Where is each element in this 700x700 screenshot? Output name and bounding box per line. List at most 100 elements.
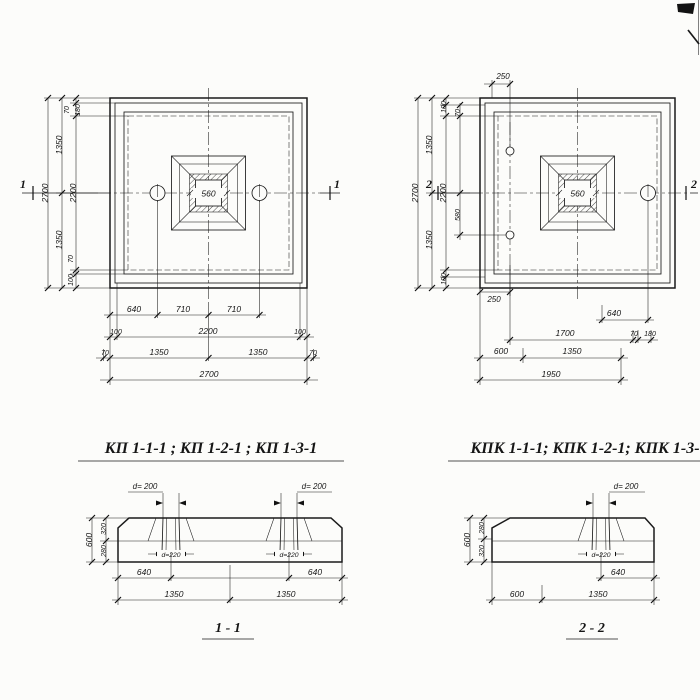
pocket-corner-edges xyxy=(540,155,615,231)
dim-1350: 1350 xyxy=(424,230,434,249)
dim-1950: 1950 xyxy=(542,369,561,379)
dim-arrows xyxy=(156,551,304,557)
dim-arrows xyxy=(586,500,616,506)
title-kpk: КПК 1-1-1; КПК 1-2-1; КПК 1-3- xyxy=(469,440,699,457)
dim-640: 640 xyxy=(607,308,621,318)
plan-right-dim-bottom-250: 250 xyxy=(476,265,514,304)
dim-1350: 1350 xyxy=(54,230,64,249)
scan-artifacts xyxy=(677,0,700,55)
section-label-2-2: 2 - 2 xyxy=(578,621,605,636)
label-mask xyxy=(560,188,595,198)
dim-1350: 1350 xyxy=(424,135,434,154)
dim-2700: 2700 xyxy=(40,183,50,203)
dim-1350: 1350 xyxy=(277,589,296,599)
section-1-1-dims-bottom: 640 640 1350 1350 xyxy=(112,552,348,605)
dim-1350: 1350 xyxy=(563,346,582,356)
small-hole xyxy=(505,146,515,156)
dim-ticks xyxy=(44,94,80,292)
dim-ticks xyxy=(100,311,317,384)
plan-left-pocket: 560 xyxy=(171,155,246,231)
dim-1350: 1350 xyxy=(150,347,169,357)
dim-70: 70 xyxy=(630,331,638,338)
pocket-step-1 xyxy=(171,155,246,231)
small-hole xyxy=(505,230,515,240)
plan-right: 2 2 560 2700 1350 1350 2200 100 70 580 xyxy=(410,72,698,385)
plan-right-dim-top: 250 xyxy=(484,72,514,147)
section-2-2: d= 200 d=220 600 280 320 640 600 1350 2 … xyxy=(462,482,660,640)
plan-right-dims-left: 2700 1350 1350 2200 100 70 580 100 xyxy=(410,94,506,292)
extension-lines xyxy=(479,201,652,385)
dim-lines xyxy=(469,518,485,562)
collar-slopes xyxy=(577,517,625,542)
dim-2200: 2200 xyxy=(198,326,218,336)
section-label-1-1: 1 - 1 xyxy=(215,621,241,636)
dim-710: 710 xyxy=(176,304,190,314)
extension-lines xyxy=(117,552,343,605)
pocket-step-1 xyxy=(540,155,615,231)
plan-left-dims-left: 2700 1350 1350 2200 70 180 70 100 xyxy=(40,94,128,292)
dim-640: 640 xyxy=(611,567,625,577)
dim-d200: d= 200 xyxy=(133,482,158,491)
label-mask xyxy=(191,188,226,198)
dim-arrows xyxy=(156,500,304,506)
dim-70: 70 xyxy=(64,106,71,114)
dim-600: 600 xyxy=(510,589,524,599)
dim-70: 70 xyxy=(101,350,109,357)
dim-600: 600 xyxy=(462,533,472,547)
section-2-2-dims-bottom: 640 600 1350 xyxy=(486,552,660,605)
dim-ticks xyxy=(488,574,658,604)
dim-320: 320 xyxy=(101,523,108,535)
pocket-dim-560: 560 xyxy=(201,189,215,199)
section-2-2-dims-left: 600 280 320 xyxy=(462,514,510,566)
dim-180: 180 xyxy=(75,104,82,116)
plan-right-dims-bottom: 640 1700 70 180 600 1350 1950 xyxy=(474,201,658,385)
dim-600: 600 xyxy=(494,346,508,356)
dim-100: 100 xyxy=(441,101,448,113)
dim-2200: 2200 xyxy=(68,183,78,203)
hole-outline xyxy=(591,517,611,553)
dim-ticks xyxy=(466,514,488,566)
dim-70: 70 xyxy=(68,255,75,263)
foundation-body xyxy=(117,517,343,563)
dim-100: 100 xyxy=(294,329,306,336)
dim-break-marks xyxy=(186,189,231,197)
extension-lines xyxy=(414,97,506,289)
dim-250: 250 xyxy=(486,295,501,304)
dim-ticks xyxy=(114,574,346,604)
dim-640: 640 xyxy=(308,567,322,577)
edge-scratch xyxy=(687,29,700,45)
dim-250: 250 xyxy=(495,72,510,81)
d200-dim: d= 200 xyxy=(586,482,645,518)
extension-lines xyxy=(491,552,655,605)
dim-ticks xyxy=(488,80,514,88)
section-mark-label: 1 xyxy=(334,177,340,191)
dim-320: 320 xyxy=(479,545,486,557)
dim-70: 70 xyxy=(309,350,317,357)
title-kp: КП 1-1-1 ; КП 1-2-1 ; КП 1-3-1 xyxy=(104,440,318,457)
dim-600: 600 xyxy=(84,533,94,547)
dim-1350: 1350 xyxy=(589,589,608,599)
collar-slopes xyxy=(147,517,313,542)
hole-axes xyxy=(157,184,260,202)
hole-sleeve xyxy=(595,517,607,553)
extension-lines xyxy=(464,517,510,563)
dim-d200: d= 200 xyxy=(302,482,327,491)
section-mark-label: 2 xyxy=(425,177,432,191)
section-mark-label: 2 xyxy=(690,177,697,191)
dim-d200: d= 200 xyxy=(614,482,639,491)
dim-1350: 1350 xyxy=(54,135,64,154)
plan-left-dims-bottom: 640 710 710 100 2200 100 70 1350 1350 70… xyxy=(96,201,320,385)
dim-lines xyxy=(486,577,660,601)
hole-sleeve xyxy=(165,517,295,553)
dim-710: 710 xyxy=(227,304,241,314)
section-mark-label: 1 xyxy=(20,177,26,191)
section-1-1: d= 200 d= 200 d=220 d=220 600 320 280 64… xyxy=(84,482,348,640)
pocket-step-2 xyxy=(179,163,238,223)
section-1-1-dims-left: 600 320 280 xyxy=(84,514,129,566)
dim-ticks xyxy=(476,316,655,384)
ink-blot xyxy=(677,3,695,14)
leader-lines xyxy=(128,491,332,518)
hole-outline xyxy=(161,517,299,553)
